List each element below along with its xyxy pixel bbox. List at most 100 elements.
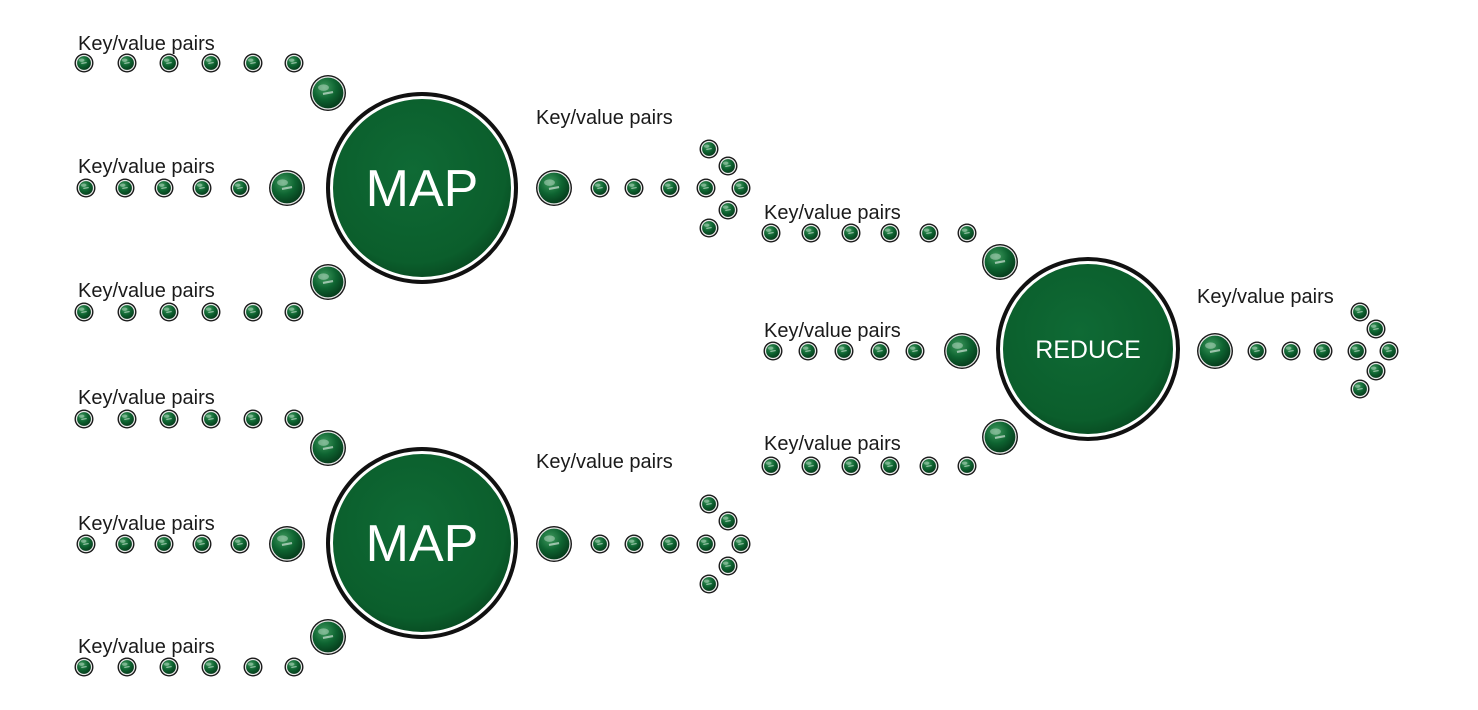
bead-icon bbox=[624, 178, 644, 198]
reduce-input-connector-2 bbox=[944, 333, 980, 369]
bead-icon bbox=[536, 526, 572, 562]
reduce-circle: REDUCE bbox=[996, 257, 1180, 441]
map2-input-beads-2 bbox=[76, 534, 250, 554]
bead-icon bbox=[159, 409, 179, 429]
bead-icon bbox=[718, 556, 738, 576]
bead-icon bbox=[763, 341, 783, 361]
bead-icon bbox=[660, 178, 680, 198]
bead-icon bbox=[310, 75, 346, 111]
bead-icon bbox=[982, 244, 1018, 280]
bead-icon bbox=[1350, 302, 1370, 322]
bead-icon bbox=[944, 333, 980, 369]
bead-icon bbox=[798, 341, 818, 361]
map2-title: MAP bbox=[366, 515, 479, 573]
map-node-2: Key/value pairs Key/value pairs Key/valu… bbox=[74, 387, 751, 677]
bead-icon bbox=[74, 53, 94, 73]
reduce-input-label-2: Key/value pairs bbox=[764, 320, 901, 342]
reduce-input-label-1: Key/value pairs bbox=[764, 202, 901, 224]
reduce-node: Key/value pairs Key/value pairs Key/valu… bbox=[761, 202, 1399, 476]
bead-icon bbox=[696, 534, 716, 554]
map2-input-label-2: Key/value pairs bbox=[78, 513, 215, 535]
map2-input-beads-1 bbox=[74, 409, 304, 429]
bead-icon bbox=[159, 53, 179, 73]
bead-icon bbox=[74, 302, 94, 322]
bead-icon bbox=[718, 200, 738, 220]
bead-icon bbox=[243, 409, 263, 429]
bead-icon bbox=[284, 409, 304, 429]
bead-icon bbox=[624, 534, 644, 554]
reduce-output-label: Key/value pairs bbox=[1197, 286, 1334, 308]
bead-icon bbox=[284, 657, 304, 677]
bead-icon bbox=[1379, 341, 1399, 361]
bead-icon bbox=[919, 223, 939, 243]
bead-icon bbox=[696, 178, 716, 198]
reduce-input-beads-2 bbox=[763, 341, 925, 361]
bead-icon bbox=[1350, 379, 1370, 399]
map2-output-arrowhead bbox=[696, 494, 751, 594]
bead-icon bbox=[536, 170, 572, 206]
bead-icon bbox=[801, 223, 821, 243]
bead-icon bbox=[880, 223, 900, 243]
map1-input-connector-3 bbox=[310, 264, 346, 300]
bead-icon bbox=[1197, 333, 1233, 369]
bead-icon bbox=[590, 178, 610, 198]
bead-icon bbox=[310, 619, 346, 655]
bead-icon bbox=[905, 341, 925, 361]
bead-icon bbox=[731, 534, 751, 554]
map2-output-beads bbox=[590, 534, 680, 554]
bead-icon bbox=[115, 534, 135, 554]
map1-output-beads bbox=[590, 178, 680, 198]
map1-input-connector-2 bbox=[269, 170, 305, 206]
bead-icon bbox=[284, 53, 304, 73]
bead-icon bbox=[841, 456, 861, 476]
bead-icon bbox=[76, 178, 96, 198]
bead-icon bbox=[870, 341, 890, 361]
reduce-input-beads-3 bbox=[761, 456, 977, 476]
bead-icon bbox=[243, 302, 263, 322]
map2-input-label-3: Key/value pairs bbox=[78, 636, 215, 658]
map1-input-connector-1 bbox=[310, 75, 346, 111]
map2-input-connector-1 bbox=[310, 430, 346, 466]
bead-icon bbox=[699, 218, 719, 238]
bead-icon bbox=[761, 223, 781, 243]
bead-icon bbox=[230, 534, 250, 554]
bead-icon bbox=[201, 302, 221, 322]
bead-icon bbox=[699, 494, 719, 514]
map1-input-beads-2 bbox=[76, 178, 250, 198]
bead-icon bbox=[310, 430, 346, 466]
map2-input-connector-2 bbox=[269, 526, 305, 562]
bead-icon bbox=[660, 534, 680, 554]
map2-input-beads-3 bbox=[74, 657, 304, 677]
reduce-output-connector bbox=[1197, 333, 1233, 369]
bead-icon bbox=[841, 223, 861, 243]
reduce-input-beads-1 bbox=[761, 223, 977, 243]
bead-icon bbox=[982, 419, 1018, 455]
reduce-input-connector-3 bbox=[982, 419, 1018, 455]
bead-icon bbox=[201, 409, 221, 429]
bead-icon bbox=[192, 178, 212, 198]
bead-icon bbox=[243, 53, 263, 73]
bead-icon bbox=[1347, 341, 1367, 361]
map1-input-beads-1 bbox=[74, 53, 304, 73]
bead-icon bbox=[159, 302, 179, 322]
bead-icon bbox=[117, 657, 137, 677]
bead-icon bbox=[590, 534, 610, 554]
reduce-output-arrowhead bbox=[1347, 302, 1399, 399]
bead-icon bbox=[718, 511, 738, 531]
map1-output-connector bbox=[536, 170, 572, 206]
bead-icon bbox=[801, 456, 821, 476]
map1-output-label: Key/value pairs bbox=[536, 107, 673, 129]
bead-icon bbox=[1247, 341, 1267, 361]
bead-icon bbox=[1366, 319, 1386, 339]
map2-output-label: Key/value pairs bbox=[536, 451, 673, 473]
reduce-input-label-3: Key/value pairs bbox=[764, 433, 901, 455]
map2-input-connector-3 bbox=[310, 619, 346, 655]
bead-icon bbox=[919, 456, 939, 476]
bead-icon bbox=[159, 657, 179, 677]
bead-icon bbox=[115, 178, 135, 198]
bead-icon bbox=[154, 534, 174, 554]
bead-icon bbox=[192, 534, 212, 554]
bead-icon bbox=[74, 409, 94, 429]
map1-input-label-3: Key/value pairs bbox=[78, 280, 215, 302]
